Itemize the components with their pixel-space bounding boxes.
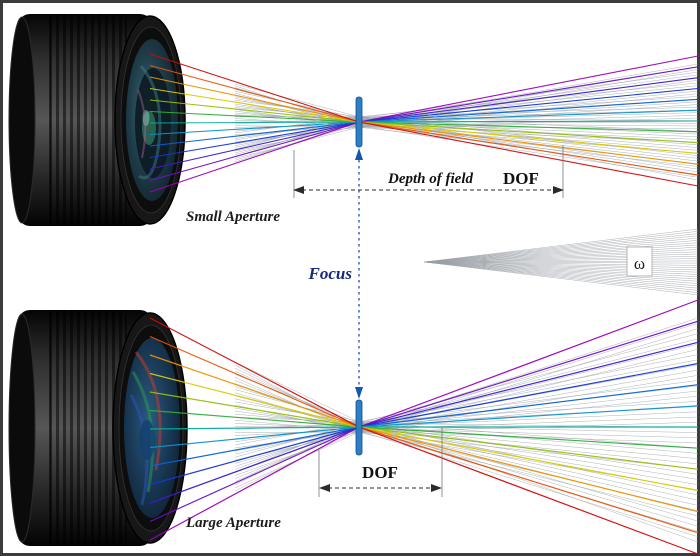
focus-marker-bottom <box>355 399 363 456</box>
lens-glass-reflection <box>138 65 162 180</box>
depth-of-field-label: Depth of field <box>387 171 473 187</box>
cone-ray <box>423 261 699 291</box>
lens-glass-highlight <box>139 420 155 460</box>
dof-bottom-label: DOF <box>362 463 398 482</box>
dof-annotation-top: Depth of field DOF <box>293 145 564 198</box>
dof-arrow-bottom-left-head <box>319 484 330 492</box>
dof-arrow-bottom-right-head <box>431 484 442 492</box>
focus-arrow-up <box>355 148 363 160</box>
cone-ray <box>423 237 699 263</box>
lens-glass-reflection <box>134 351 162 471</box>
cone-ray <box>423 231 699 263</box>
omega-box <box>626 246 653 277</box>
cone-ray <box>423 261 699 296</box>
focus-label: Focus <box>308 264 353 283</box>
cone-ray <box>423 235 699 263</box>
omega-label: ω <box>634 254 645 273</box>
cone-ray <box>423 233 699 263</box>
lens-glass-highlight <box>142 110 150 126</box>
cone-ray <box>423 261 699 293</box>
focus-annotation: Focus <box>308 96 363 456</box>
small-aperture-label: Small Aperture <box>186 209 280 225</box>
lens-grip-ribs <box>50 14 126 226</box>
cone-ray <box>423 228 699 263</box>
camera-lens-small-aperture <box>8 14 186 226</box>
cone-ray <box>423 261 699 289</box>
lens-glass-reflection <box>137 89 147 159</box>
camera-lens-large-aperture <box>8 310 188 546</box>
dof-arrow-top-left-head <box>293 186 304 194</box>
cone-ray <box>423 240 699 263</box>
cone-ray <box>423 261 699 284</box>
dof-top-label: DOF <box>503 169 539 188</box>
cone-ray <box>423 261 699 287</box>
large-aperture-label: Large Aperture <box>185 515 281 531</box>
focus-marker-top <box>355 96 363 148</box>
angle-annotation: ω <box>423 228 699 296</box>
focus-arrow-down <box>355 387 363 399</box>
dof-arrow-top-right-head <box>553 186 564 194</box>
lens-rear-cap <box>8 16 36 224</box>
dof-annotation-bottom: DOF <box>318 427 443 497</box>
cone-ray <box>423 261 699 282</box>
lens-rear-cap <box>8 313 36 543</box>
cone-ray <box>423 242 699 263</box>
